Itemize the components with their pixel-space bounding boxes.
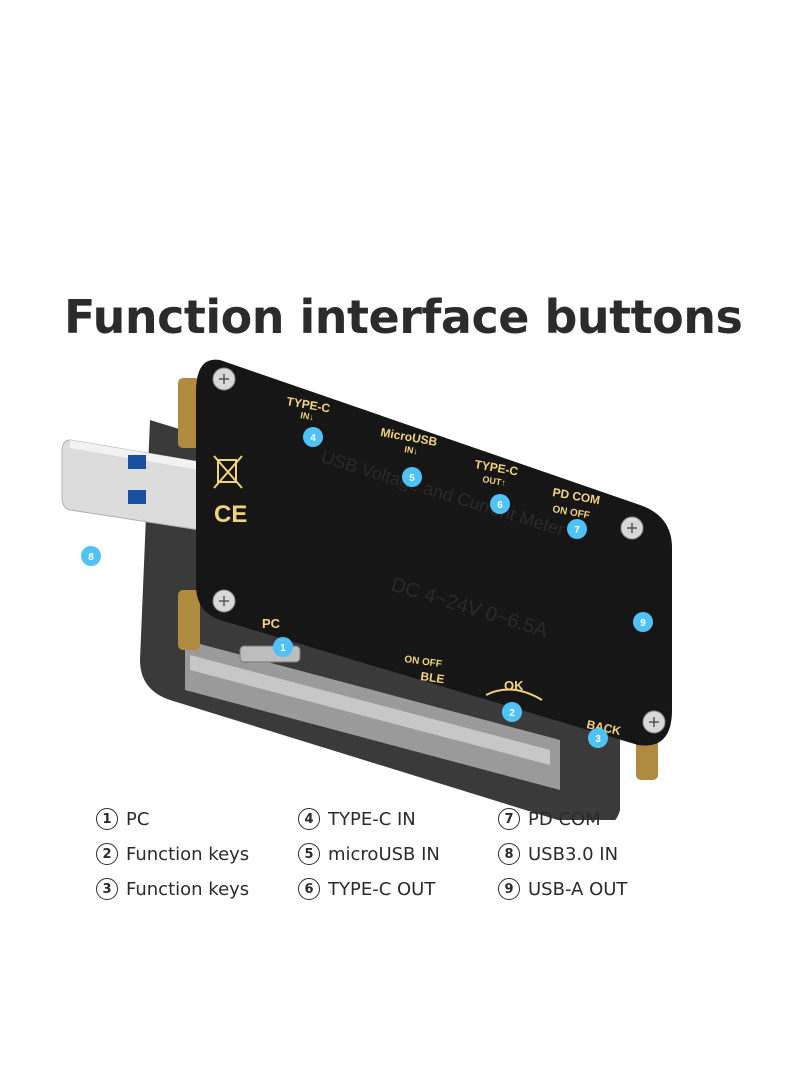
svg-text:1: 1 — [280, 643, 286, 654]
legend-item: 5 microUSB IN — [298, 843, 440, 865]
marker-7: 7 — [567, 519, 587, 539]
legend-number: 5 — [298, 843, 320, 865]
legend-number: 3 — [96, 878, 118, 900]
type-c-out-sub-label: OUT↑ — [482, 474, 507, 488]
legend-number: 2 — [96, 843, 118, 865]
legend-item: 7 PD COM — [498, 808, 601, 830]
legend-label: microUSB IN — [328, 843, 440, 865]
legend-item: 2 Function keys — [96, 843, 249, 865]
legend-label: Function keys — [126, 843, 250, 865]
usb-contact-hole — [128, 455, 146, 469]
legend-number: 4 — [298, 808, 320, 830]
legend-label: USB3.0 IN — [528, 843, 619, 865]
usb3-plug — [61, 439, 201, 531]
svg-text:8: 8 — [88, 552, 94, 563]
legend-number: 9 — [498, 878, 520, 900]
svg-text:3: 3 — [595, 734, 601, 745]
svg-text:4: 4 — [310, 433, 316, 444]
legend-number: 1 — [96, 808, 118, 830]
svg-text:6: 6 — [497, 500, 503, 511]
legend-item: 9 USB-A OUT — [498, 878, 627, 900]
ble-label: BLE — [420, 669, 446, 686]
legend-item: 3 Function keys — [96, 878, 249, 900]
ble-switch-label: ON OFF — [404, 654, 443, 670]
svg-text:9: 9 — [640, 618, 646, 629]
marker-6: 6 — [490, 494, 510, 514]
legend-item: 1 PC — [96, 808, 149, 830]
callout-markers: 1 2 3 4 5 6 7 8 9 — [81, 427, 653, 748]
legend-label: TYPE-C OUT — [328, 878, 436, 900]
legend-label: Function keys — [126, 878, 250, 900]
legend-label: PD COM — [528, 808, 601, 830]
page-title: Function interface buttons — [64, 290, 743, 344]
marker-1: 1 — [273, 637, 293, 657]
marker-3: 3 — [588, 728, 608, 748]
svg-text:5: 5 — [409, 473, 415, 484]
pcb-top: USB Voltage and Current Meter DC 4~24V 0… — [196, 359, 672, 746]
marker-8: 8 — [81, 546, 101, 566]
usb-contact-hole — [128, 490, 146, 504]
legend-item: 4 TYPE-C IN — [298, 808, 416, 830]
legend-number: 8 — [498, 843, 520, 865]
marker-9: 9 — [633, 612, 653, 632]
legend-label: PC — [126, 808, 150, 830]
marker-4: 4 — [303, 427, 323, 447]
legend-label: TYPE-C IN — [328, 808, 416, 830]
marker-2: 2 — [502, 702, 522, 722]
legend-label: USB-A OUT — [528, 878, 628, 900]
svg-text:2: 2 — [509, 708, 515, 719]
ce-mark: CE — [214, 501, 247, 528]
usb-meter-device: USB Voltage and Current Meter DC 4~24V 0… — [61, 359, 672, 820]
microusb-in-sub-label: IN↓ — [404, 444, 419, 456]
marker-5: 5 — [402, 467, 422, 487]
legend-number: 7 — [498, 808, 520, 830]
pc-label: PC — [262, 616, 281, 631]
weee-bin-icon — [213, 455, 243, 489]
legend-item: 6 TYPE-C OUT — [298, 878, 435, 900]
legend-number: 6 — [298, 878, 320, 900]
ok-rocker-arrow-icon — [485, 688, 543, 701]
legend-item: 8 USB3.0 IN — [498, 843, 618, 865]
svg-text:7: 7 — [574, 525, 580, 536]
type-c-in-sub-label: IN↓ — [300, 410, 315, 422]
